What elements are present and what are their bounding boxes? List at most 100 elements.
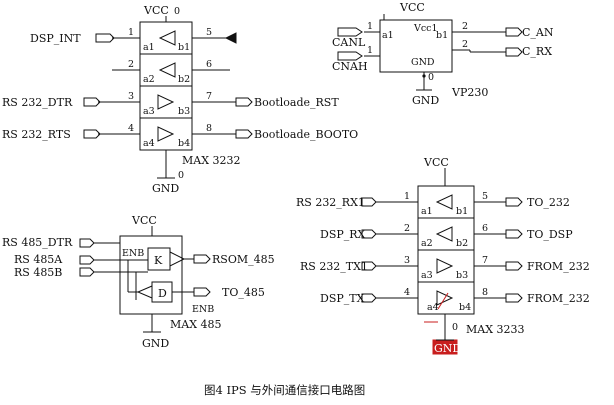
vp230-right-pin-1-number: 2 bbox=[462, 21, 468, 32]
max3232-bottom-block: VCC 1 5 a1 b1 2 6 a2 b2 3 7 a3 b3 4 bbox=[296, 156, 590, 355]
max3232-bottom-pin3-number: 3 bbox=[404, 255, 410, 266]
max3232-top-pin1-number: 1 bbox=[128, 27, 134, 38]
max3232-top-pin3-number: 3 bbox=[128, 91, 134, 102]
max485-enb-bottom-label: ENB bbox=[192, 304, 214, 315]
max3232-top-pin8-number: 8 bbox=[206, 123, 212, 134]
max3232-top-vcc-label: VCC bbox=[143, 4, 169, 17]
max485-part-label: MAX 485 bbox=[170, 318, 222, 331]
vp230-chip-body bbox=[379, 19, 453, 73]
max3232-top-rst-label: Bootloade_RST bbox=[254, 96, 339, 109]
max3232-bottom-rx1-label: RS 232_RX1 bbox=[296, 196, 365, 209]
max3232-bottom-part-label: MAX 3233 bbox=[466, 323, 525, 336]
max3232-top-buffer-3 bbox=[157, 94, 175, 110]
max3232-bottom-todsp-label: TO_DSP bbox=[527, 228, 573, 241]
max3232-top-dtr-label: RS 232_DTR bbox=[2, 96, 73, 109]
max3232-bottom-dsp-tx-connector bbox=[361, 293, 377, 303]
vp230-block: VCC Vcc1 a1 b1 GND 1 1 CANL CNAH 2 2 C_A… bbox=[332, 1, 554, 107]
max3232-top-buffer-1 bbox=[158, 30, 176, 46]
max3232-top-dsp-int-label: DSP_INT bbox=[30, 32, 81, 45]
max3232-top-rts-label: RS 232_RTS bbox=[2, 128, 71, 141]
max3232-bottom-pin8-number: 8 bbox=[482, 287, 488, 298]
max3232-top-cell-b4: b4 bbox=[178, 138, 190, 149]
max3232-bottom-pin4-number: 4 bbox=[404, 287, 410, 298]
max3232-bottom-rx1-connector bbox=[361, 197, 377, 207]
max3232-bottom-dsp-rx-label: DSP_RX bbox=[320, 228, 366, 241]
vp230-c-rx-connector bbox=[505, 47, 523, 57]
vp230-gnd-label: GND bbox=[412, 94, 439, 107]
vp230-c-an-label: C_AN bbox=[522, 26, 554, 39]
max3232-top-pin6-number: 6 bbox=[206, 59, 212, 70]
max3232-top-buffer-4 bbox=[157, 126, 175, 142]
max3232-bottom-from1-label: FROM_232 bbox=[527, 260, 590, 273]
max485-to-connector bbox=[193, 287, 211, 297]
max3232-bottom-to232-label: TO_232 bbox=[527, 196, 570, 209]
max485-vcc-label: VCC bbox=[131, 214, 157, 227]
max3232-top-buffer-2 bbox=[158, 62, 176, 78]
max3232-top-rts-connector bbox=[83, 129, 101, 139]
vp230-canl-connector bbox=[337, 27, 363, 37]
max3232-top-cell-a4: a4 bbox=[143, 138, 155, 149]
max485-dtr-label: RS 485_DTR bbox=[2, 236, 73, 249]
vp230-a1-label: a1 bbox=[382, 30, 394, 41]
vp230-left-pin-1-number: 1 bbox=[367, 21, 373, 32]
max485-chip-body bbox=[119, 235, 183, 315]
max3232-bottom-dsp-rx-connector bbox=[361, 229, 377, 239]
max485-d-label: D bbox=[158, 287, 167, 300]
max3232-bottom-vcc-label: VCC bbox=[423, 156, 449, 169]
max3232-top-dsp-int-connector bbox=[95, 33, 115, 43]
figure-caption: 图4 IPS 与外间通信接口电路图 bbox=[204, 383, 365, 397]
max3232-bottom-from2-label: FROM_232 bbox=[527, 292, 590, 305]
max485-gnd-label: GND bbox=[142, 337, 169, 350]
max3232-top-block: VCC 0 1 5 a1 b1 2 6 a2 b2 3 7 a3 b3 bbox=[2, 4, 358, 195]
max485-dtr-connector bbox=[79, 238, 95, 248]
max3232-top-dtr-connector bbox=[83, 97, 101, 107]
max485-rsom-label: RSOM_485 bbox=[212, 253, 275, 266]
max485-b-label: RS 485B bbox=[14, 266, 62, 279]
max3232-bottom-buffer-1 bbox=[435, 194, 453, 210]
vp230-cnah-connector bbox=[337, 51, 363, 61]
max3232-top-cell-b2: b2 bbox=[178, 74, 190, 85]
max3232-top-cell-a2: a2 bbox=[143, 74, 155, 85]
max3232-bottom-dsp-tx-label: DSP_TX bbox=[320, 292, 365, 305]
vp230-part-label: VP230 bbox=[451, 86, 488, 99]
max485-a-label: RS 485A bbox=[14, 253, 63, 266]
max485-k-label: K bbox=[154, 254, 163, 267]
max3232-top-pin7-number: 7 bbox=[206, 91, 212, 102]
max3232-top-vcc-pin: 0 bbox=[174, 6, 180, 17]
max3232-bottom-buffer-3 bbox=[436, 258, 454, 274]
max3232-top-boot-connector bbox=[235, 129, 253, 139]
vp230-gnd-inner-label: GND bbox=[411, 57, 435, 68]
vp230-gnd-node bbox=[422, 74, 426, 78]
max485-receiver-buffer bbox=[169, 251, 186, 267]
max3232-bottom-to232-connector bbox=[505, 197, 523, 207]
max3232-bottom-cell-a4: a4 bbox=[427, 302, 439, 313]
max3232-top-pin4-number: 4 bbox=[128, 123, 134, 134]
max485-to-label: TO_485 bbox=[222, 286, 265, 299]
max3232-top-rst-connector bbox=[235, 97, 253, 107]
max485-rsom-connector bbox=[193, 254, 211, 264]
max3232-bottom-cell-b3: b3 bbox=[456, 270, 468, 281]
vp230-c-rx-label: C_RX bbox=[522, 45, 552, 58]
max3232-bottom-pin6-number: 6 bbox=[482, 223, 488, 234]
max3232-bottom-from2-connector bbox=[505, 293, 523, 303]
vp230-cnah-label: CNAH bbox=[332, 60, 368, 73]
max3232-top-pin5-arrow bbox=[224, 32, 237, 44]
max3232-bottom-pin1-number: 1 bbox=[404, 191, 410, 202]
max3232-bottom-cell-a3: a3 bbox=[421, 270, 433, 281]
max3232-top-pin5-number: 5 bbox=[206, 27, 212, 38]
max3232-bottom-gnd-pin: 0 bbox=[452, 322, 458, 333]
max3232-bottom-cell-a1: a1 bbox=[421, 206, 433, 217]
max485-a-connector bbox=[79, 255, 95, 265]
max3232-top-boot-label: Bootloade_BOOTO bbox=[254, 128, 358, 141]
max3232-top-pin2-number: 2 bbox=[128, 59, 134, 70]
max3232-top-cell-a3: a3 bbox=[143, 106, 155, 117]
max3232-bottom-todsp-connector bbox=[505, 229, 523, 239]
vp230-gnd-pin: 0 bbox=[428, 72, 434, 83]
max3232-bottom-gnd-label: GND bbox=[434, 342, 461, 355]
max3232-bottom-pin2-number: 2 bbox=[404, 223, 410, 234]
max3232-bottom-tx1-label: RS 232_TX1 bbox=[300, 260, 368, 273]
max485-block: VCC K ENB D ENB RS 485_DTR RS 485A RS 48… bbox=[2, 214, 275, 350]
max3232-bottom-from1-connector bbox=[505, 261, 523, 271]
max3232-top-gnd-label: GND bbox=[152, 182, 179, 195]
